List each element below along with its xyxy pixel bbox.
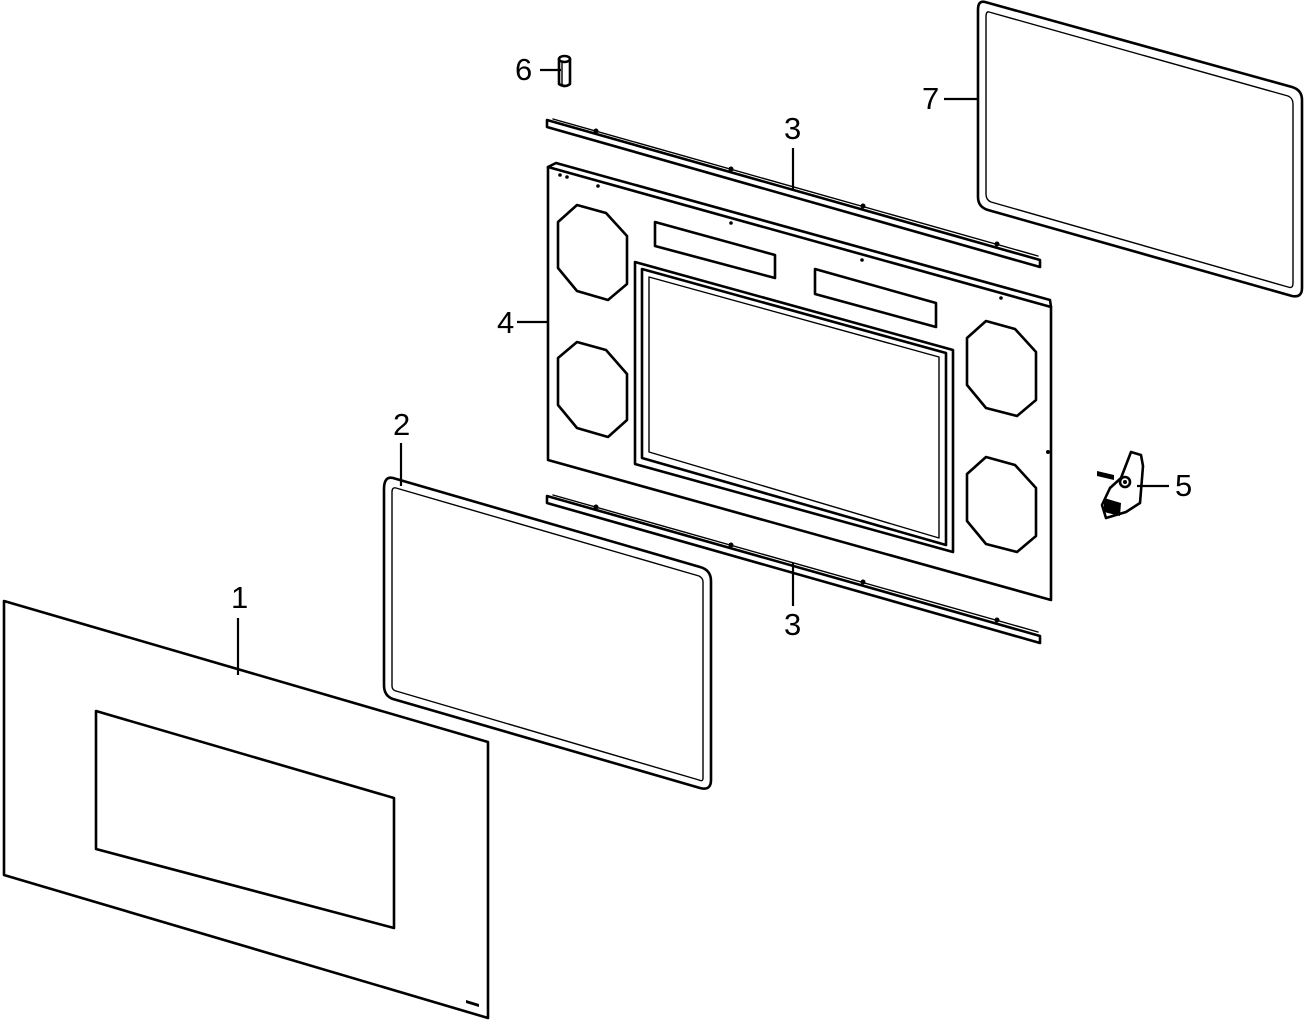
callout-1: 1 — [231, 580, 248, 615]
leader-lines — [236, 68, 1169, 675]
callout-5: 5 — [1175, 468, 1192, 503]
part-7-gasket — [976, 0, 1304, 298]
part-3-top-trim — [545, 118, 1042, 269]
callout-6: 6 — [515, 52, 532, 87]
callout-labels: 1 2 3 3 4 5 6 7 — [231, 52, 1192, 642]
part-6-pin — [557, 54, 572, 88]
part-5-hinge — [1097, 450, 1145, 520]
callout-7: 7 — [922, 81, 939, 116]
callout-3-bottom: 3 — [784, 607, 801, 642]
callout-3-top: 3 — [784, 111, 801, 146]
callout-4: 4 — [497, 305, 514, 340]
part-2-glass-gasket — [382, 476, 713, 790]
callout-2: 2 — [393, 407, 410, 442]
part-1-door-glass — [2, 599, 490, 1020]
part-4-inner-door-frame — [546, 161, 1053, 602]
